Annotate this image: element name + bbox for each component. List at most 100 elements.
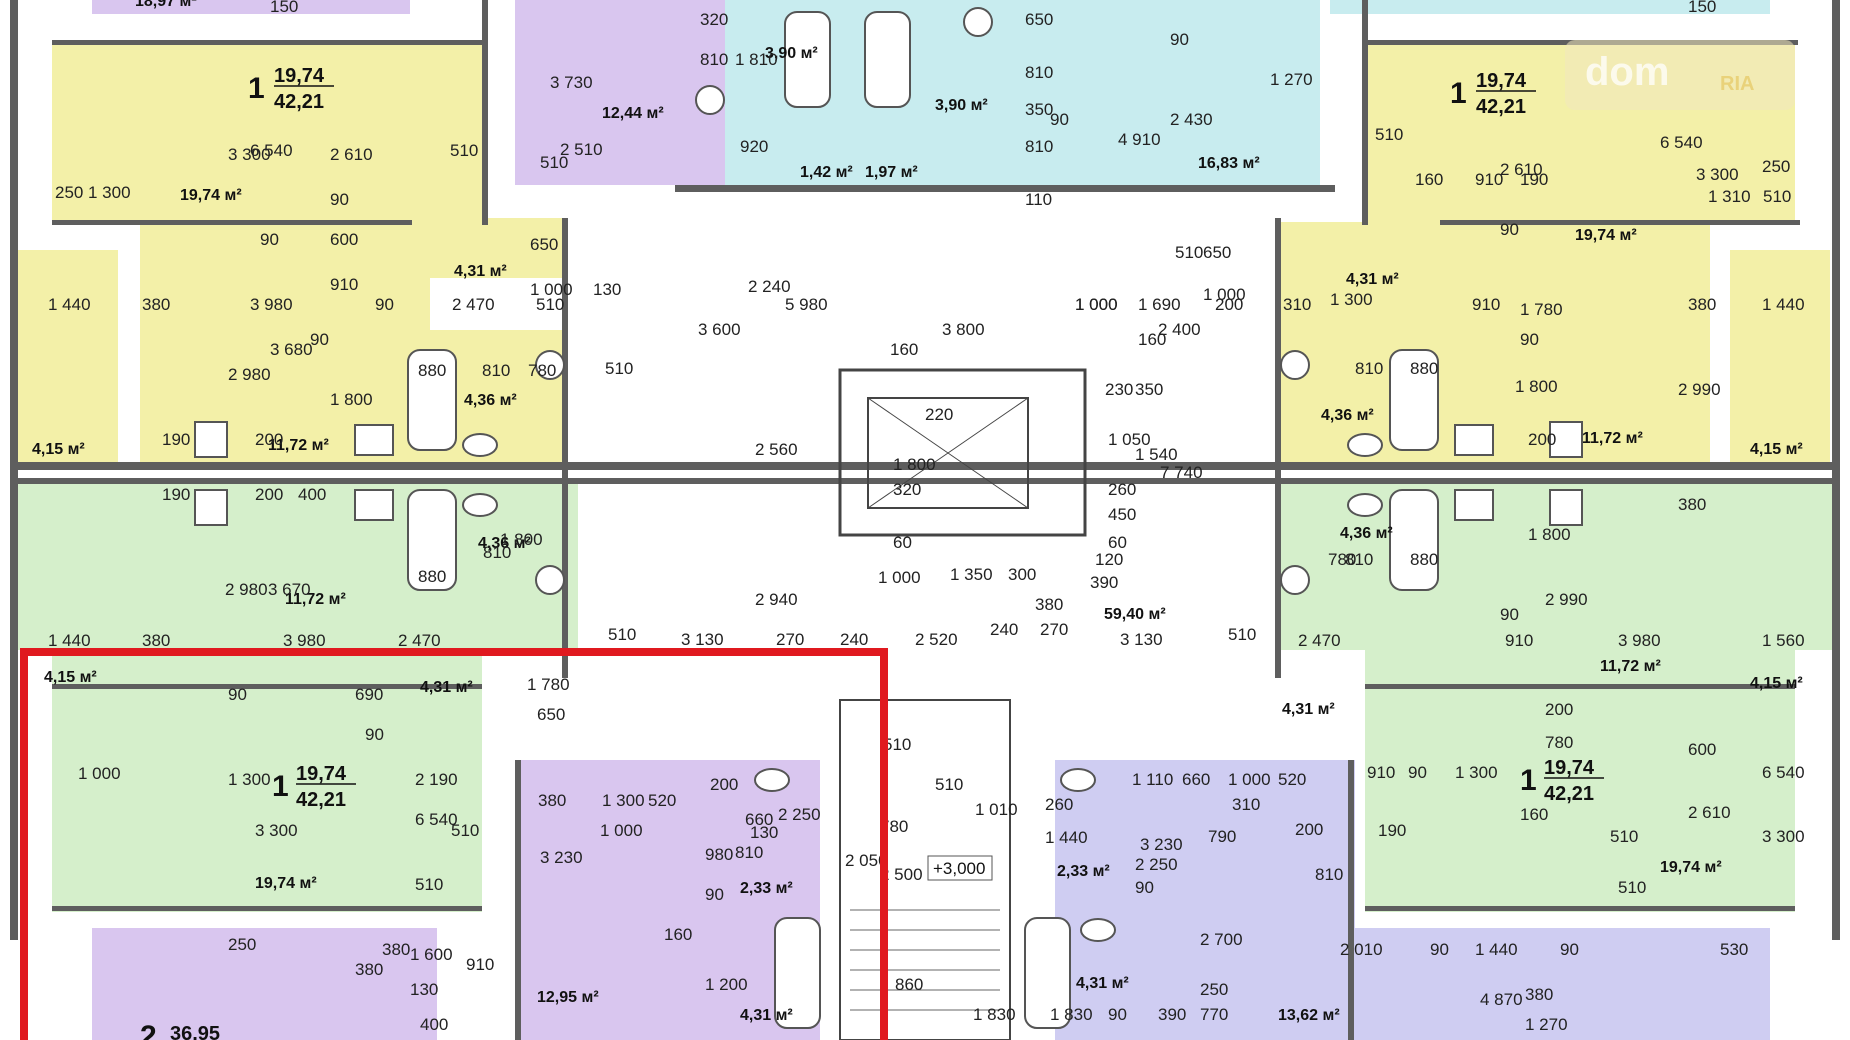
room-area: 4,31 м² <box>1346 271 1399 288</box>
dimension-label: 1 010 <box>975 800 1018 819</box>
dimension-label: 2 250 <box>1135 855 1178 874</box>
dimension-label: 190 <box>162 485 190 504</box>
dimension-label: 1 810 <box>735 50 778 69</box>
kitchen-sink-icon <box>1454 424 1494 456</box>
dimension-label: 90 <box>330 190 349 209</box>
dimension-label: 380 <box>382 940 410 959</box>
dimension-label: 1 000 <box>530 280 573 299</box>
dimension-label: 2 430 <box>1170 110 1213 129</box>
dimension-label: 810 <box>700 50 728 69</box>
room-area: 4,36 м² <box>464 392 517 409</box>
watermark-text: dom <box>1585 50 1669 94</box>
room-area: 2,33 м² <box>1057 863 1110 880</box>
dimension-label: 1 440 <box>1045 828 1088 847</box>
kitchen-sink-icon <box>1454 489 1494 521</box>
dimension-label: 240 <box>840 630 868 649</box>
dimension-label: 3 230 <box>1140 835 1183 854</box>
dimension-label: 200 <box>1295 820 1323 839</box>
dimension-label: 1 540 <box>1135 445 1178 464</box>
dimension-label: 810 <box>735 843 763 862</box>
dimension-label: 250 <box>1762 157 1790 176</box>
room-purple-top <box>515 0 725 185</box>
watermark-subtext: RIA <box>1720 73 1754 95</box>
dimension-label: 810 <box>1025 63 1053 82</box>
room-area: 4,36 м² <box>1321 407 1374 424</box>
dimension-label: 3 300 <box>255 821 298 840</box>
dimension-label: 200 <box>1545 700 1573 719</box>
room-area: 4,15 м² <box>1750 675 1803 692</box>
dimension-label: 270 <box>1040 620 1068 639</box>
dimension-label: 1 270 <box>1525 1015 1568 1034</box>
dimension-label: 130 <box>750 823 778 842</box>
washing-machine-icon <box>1280 350 1310 380</box>
dimension-label: 790 <box>1208 827 1236 846</box>
bathtub-icon <box>1389 489 1439 591</box>
dimension-label: 1 600 <box>410 945 453 964</box>
dimension-label: 160 <box>1520 805 1548 824</box>
dimension-label: 110 <box>1025 190 1052 209</box>
room-area: 2,33 м² <box>740 880 793 897</box>
dimension-label: 780 <box>1545 733 1573 752</box>
dimension-label: 860 <box>895 975 923 994</box>
dimension-label: 910 <box>1505 631 1533 650</box>
dimension-label: 650 <box>537 705 565 724</box>
dimension-label: 2 700 <box>1200 930 1243 949</box>
wall-center-top-2 <box>1135 185 1335 192</box>
dimension-label: 510 <box>1610 827 1638 846</box>
dimension-label: 3 980 <box>250 295 293 314</box>
dimension-label: 5 980 <box>785 295 828 314</box>
washing-machine-icon <box>963 7 993 37</box>
dimension-label: 910 <box>466 955 494 974</box>
dimension-label: 1 110 <box>1132 770 1173 789</box>
room-lavender-bottom-far-right <box>1340 928 1770 1040</box>
room-loggia-top-right <box>1730 250 1830 462</box>
dimension-label: 200 <box>1528 430 1556 449</box>
washing-machine-icon <box>1280 565 1310 595</box>
apartment-rooms: 1 <box>1450 77 1467 110</box>
apartment-total-area: 42,21 <box>1544 783 1594 805</box>
dimension-label: 260 <box>1108 480 1136 499</box>
dimension-label: 1 000 <box>600 821 643 840</box>
dimension-label: 1 350 <box>950 565 993 584</box>
wall-v-left-2 <box>562 218 568 678</box>
dimension-label: 450 <box>1108 505 1136 524</box>
sink-icon <box>462 493 498 517</box>
wall-v-right-2 <box>1275 218 1281 678</box>
bathtub-icon <box>407 489 457 591</box>
dimension-label: 1 310 <box>1708 187 1751 206</box>
dimension-label: 810 <box>1345 550 1373 569</box>
dimension-label: 380 <box>142 295 170 314</box>
room-area: 19,74 м² <box>1575 227 1637 244</box>
room-loggia-top-left <box>18 250 118 462</box>
dimension-label: 810 <box>482 361 510 380</box>
dimension-label: 2 470 <box>1298 631 1341 650</box>
dimension-label: 650 <box>1203 243 1231 262</box>
dimension-label: 3 130 <box>1120 630 1163 649</box>
bathtub-icon <box>784 11 831 108</box>
wall-top-left-kitchen-bottom <box>52 220 412 225</box>
apartment-total-area: 42,21 <box>1476 96 1526 118</box>
dimension-label: 380 <box>538 791 566 810</box>
dimension-label: 160 <box>1415 170 1443 189</box>
kitchen-sink-icon <box>354 424 394 456</box>
wall-top-right-kitchen-bottom <box>1440 220 1800 225</box>
dimension-label: 160 <box>890 340 918 359</box>
dimension-label: 1 830 <box>973 1005 1016 1024</box>
apartment-rooms: 1 <box>248 72 265 105</box>
room-area: 4,36 м² <box>1340 525 1393 542</box>
dimension-label: 880 <box>418 567 446 586</box>
dimension-label: 650 <box>1025 10 1053 29</box>
dimension-label: 260 <box>1045 795 1073 814</box>
room-area: 11,72 м² <box>268 437 329 454</box>
dimension-label: 3 730 <box>550 73 593 92</box>
dimension-label: 510 <box>1375 125 1403 144</box>
dimension-label: 7 740 <box>1160 463 1203 482</box>
elevation-marker: +3,000 <box>927 855 993 881</box>
room-area: 12,44 м² <box>602 105 664 122</box>
dimension-label: 520 <box>648 791 676 810</box>
dimension-label: 190 <box>1520 170 1548 189</box>
walls <box>10 0 1840 1040</box>
room-area: 13,62 м² <box>1278 1007 1340 1024</box>
apartment-rooms: 1 <box>1520 764 1537 797</box>
